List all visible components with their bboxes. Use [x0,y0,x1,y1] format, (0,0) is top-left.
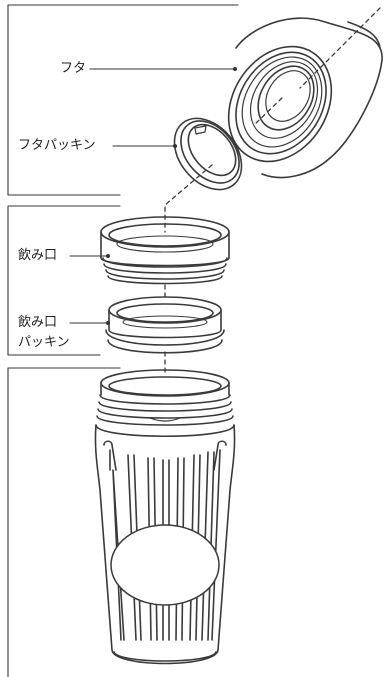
lid-packing [173,117,243,191]
bracket-mouth-section [7,205,121,356]
bottle-body [94,369,236,665]
label-lid: フタ [60,61,87,76]
bracket-body-section [7,367,121,677]
label-drinking-mouth: 飲み口 [18,248,58,263]
bracket-lid-section [7,4,239,196]
assembly-axis [254,97,283,125]
label-mouth-packing-line1: 飲み口 [18,315,58,330]
label-mouth-packing: 飲み口 パッキン [18,313,70,353]
assembly-axis [164,164,213,233]
label-lid-packing: フタパッキン [18,138,96,153]
drinking-mouth [100,216,230,285]
assembly-axis [299,7,381,89]
lid [227,17,383,179]
mouth-packing [105,296,225,354]
label-mouth-packing-line2: パッキン [18,335,70,350]
